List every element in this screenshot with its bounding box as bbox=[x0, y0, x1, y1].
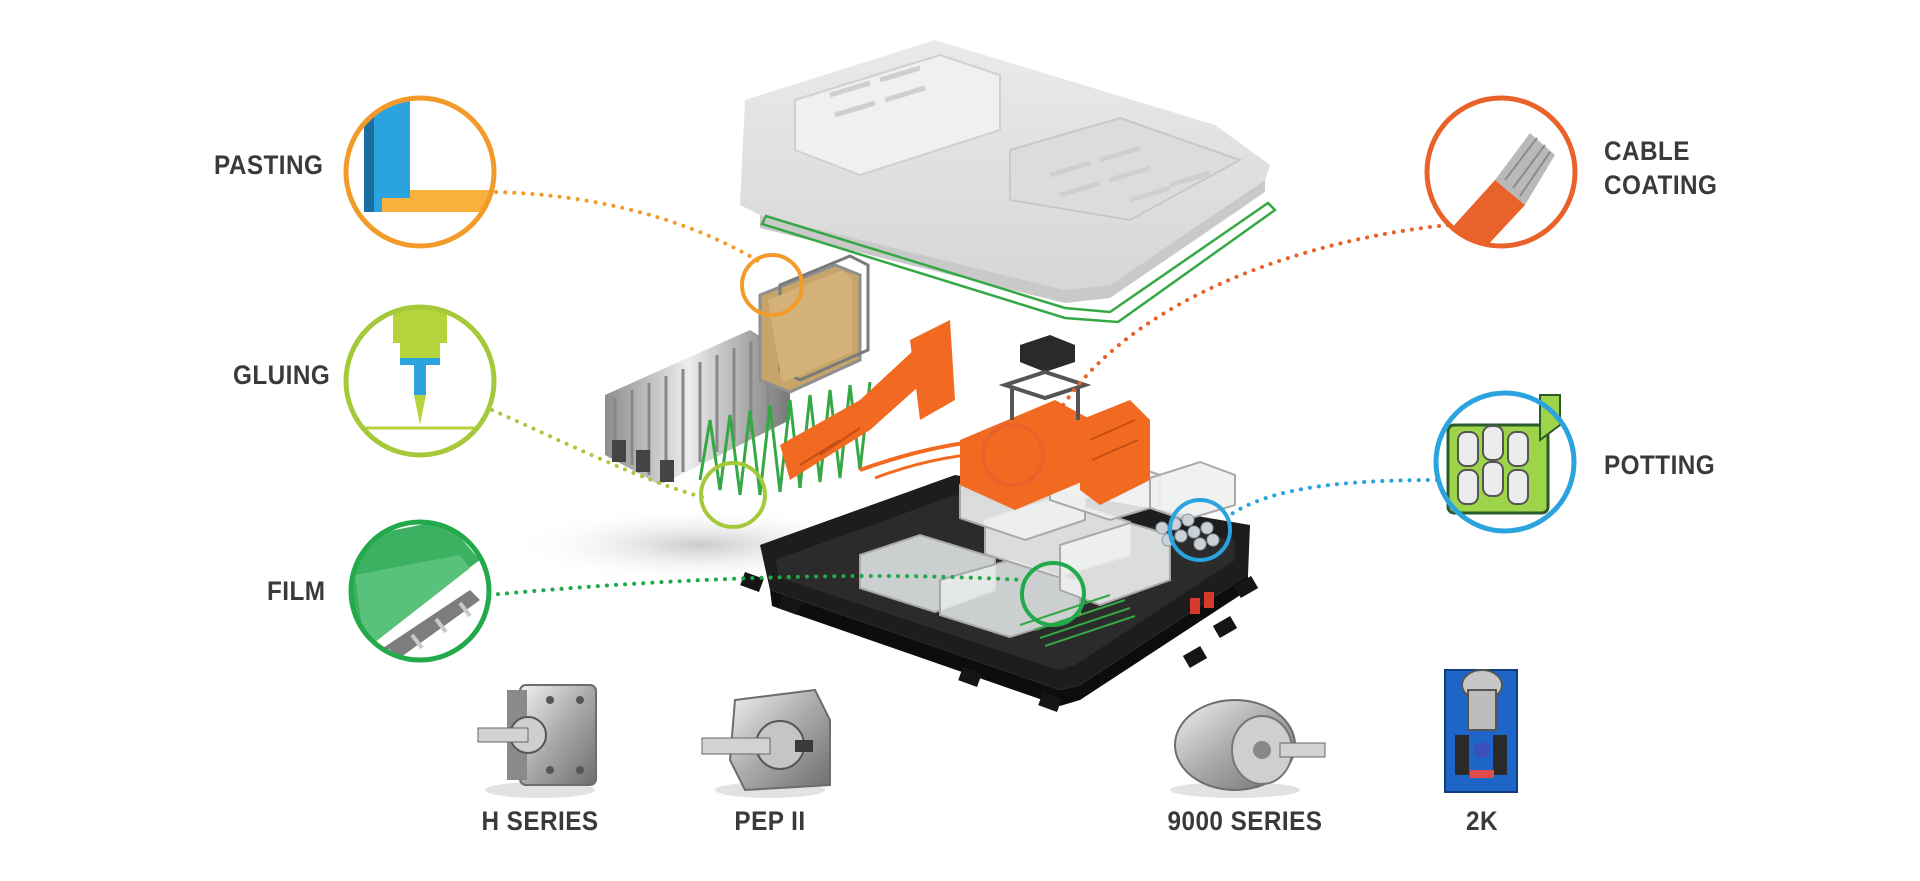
film-icon bbox=[348, 519, 492, 663]
gluing-spot bbox=[699, 461, 767, 529]
cable-coating-label-line1: CABLE bbox=[1604, 136, 1690, 166]
film-spot bbox=[1020, 561, 1086, 627]
connector bbox=[998, 335, 1092, 420]
product-label-2k: 2K bbox=[1466, 806, 1498, 836]
pep-ii-pump-image bbox=[701, 688, 831, 798]
cell-stack bbox=[605, 254, 870, 485]
potting-leader bbox=[1228, 478, 1439, 517]
cable-coating-label: CABLE COATING bbox=[1604, 134, 1717, 202]
pasting-spot bbox=[740, 253, 804, 317]
h-series-pump-image bbox=[477, 684, 597, 798]
pasting-leader bbox=[494, 190, 762, 264]
pasting-icon bbox=[343, 95, 497, 249]
pasting-label: PASTING bbox=[214, 150, 324, 180]
2k-dosing-unit-image bbox=[1444, 669, 1518, 793]
potting-icon bbox=[1433, 390, 1577, 534]
cable-spot bbox=[981, 423, 1045, 487]
9000-series-pump-image bbox=[1170, 699, 1326, 798]
product-label-pep-ii: PEP II bbox=[734, 806, 806, 836]
gluing-label: GLUING bbox=[233, 360, 331, 390]
product-label-h-series: H SERIES bbox=[481, 806, 599, 836]
cable-leader bbox=[1058, 223, 1450, 412]
housing-lid bbox=[740, 40, 1270, 303]
cable-coating-label-line2: COATING bbox=[1604, 170, 1718, 200]
cable-coating-icon bbox=[1424, 95, 1578, 249]
film-label: FILM bbox=[267, 576, 326, 606]
film-leader bbox=[487, 573, 1024, 597]
potting-spot bbox=[1168, 498, 1232, 562]
gluing-leader bbox=[490, 408, 704, 499]
battery-pack-illustration bbox=[510, 40, 1277, 712]
potting-label: POTTING bbox=[1604, 450, 1716, 480]
product-label-9000-series: 9000 SERIES bbox=[1167, 806, 1323, 836]
gluing-icon bbox=[343, 304, 497, 458]
lid-seal bbox=[760, 201, 1277, 324]
